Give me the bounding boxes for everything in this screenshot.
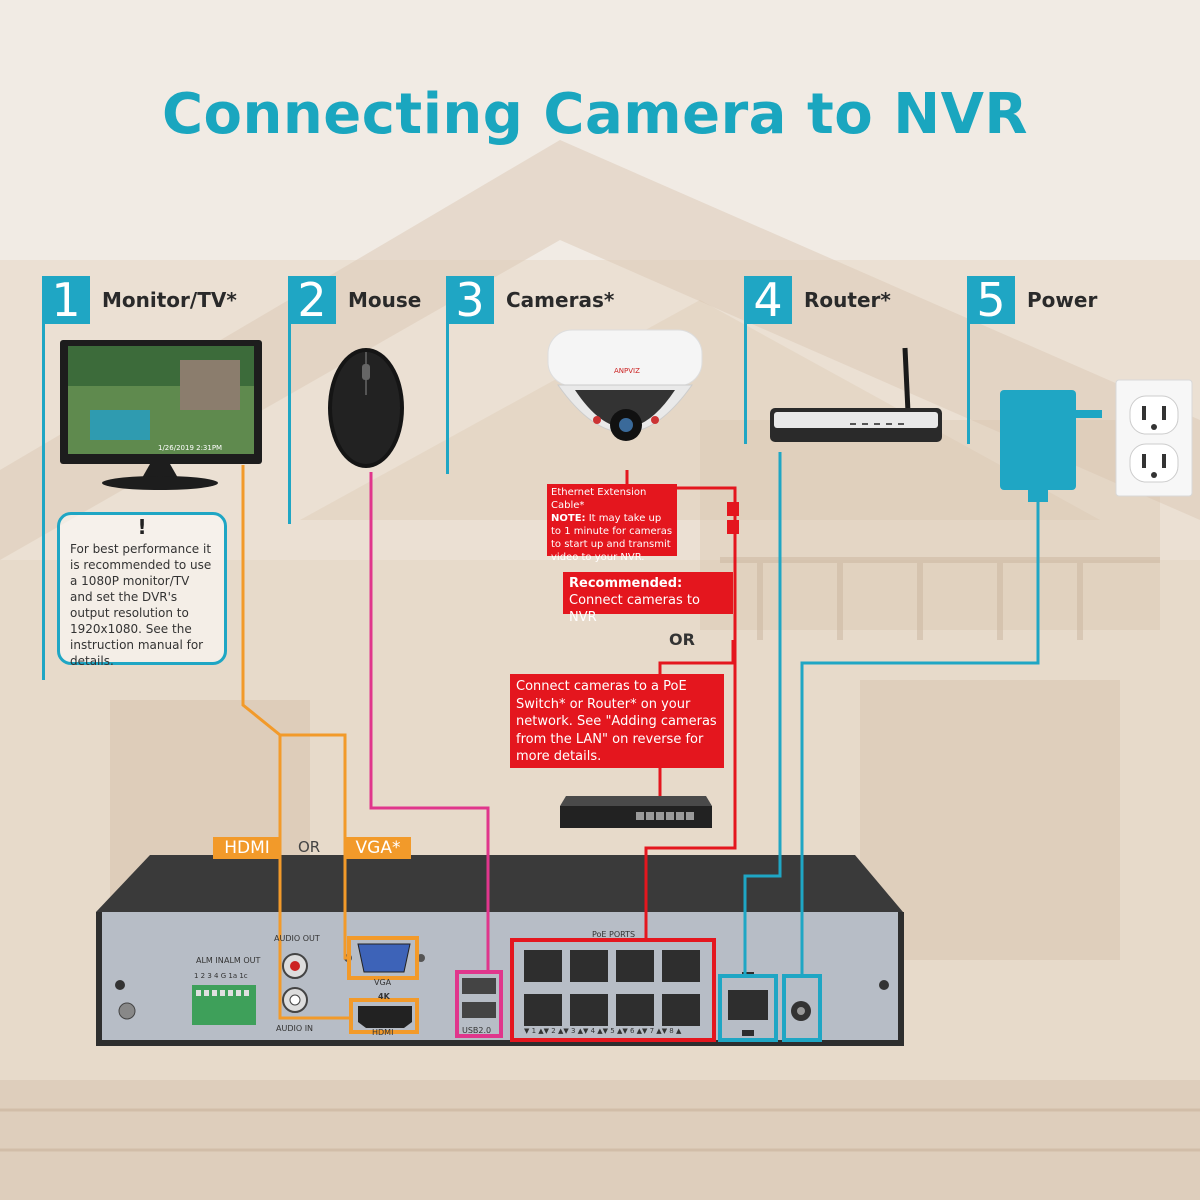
poe-port-numbers: ▼ 1 ▲▼ 2 ▲▼ 3 ▲▼ 4 ▲▼ 5 ▲▼ 6 ▲▼ 7 ▲▼ 8 ▲ (524, 1027, 682, 1035)
audio-out-label: AUDIO OUT (274, 934, 320, 943)
alm-pins-label: 1 2 3 4 G 1a 1c (194, 972, 248, 980)
section-divider (42, 324, 45, 680)
vga-label: VGA* (345, 837, 411, 859)
monitor-icon (60, 340, 262, 490)
step-label: Cameras* (506, 288, 615, 312)
recommended-text: Connect cameras to NVR (569, 593, 700, 625)
step-number: 1 (42, 276, 90, 324)
step-number: 3 (446, 276, 494, 324)
usb-port-label: USB2.0 (462, 1026, 492, 1035)
step-4-router: 4 Router* (744, 276, 891, 324)
usb-port-highlight (455, 970, 503, 1038)
recommended-label: Recommended: (569, 576, 683, 591)
router-lan-cable (743, 452, 782, 976)
hdmi-port-highlight (349, 998, 419, 1034)
monitor-note-text: For best performance it is recommended t… (70, 542, 212, 668)
poe-ports-highlight (510, 938, 716, 1042)
step-number: 5 (967, 276, 1015, 324)
alm-in-label: ALM IN (196, 956, 224, 965)
warning-icon: ! (137, 515, 147, 539)
hdmi-port-label: HDMI (372, 1028, 394, 1037)
poe-switch-icon (560, 796, 712, 828)
alm-out-label: ALM OUT (224, 956, 261, 965)
section-divider (288, 324, 291, 524)
cable-coupler-icon (727, 502, 739, 516)
power-adapter-icon (1000, 390, 1102, 502)
step-1-monitor: 1 Monitor/TV* (42, 276, 237, 324)
video-or-label: OR (298, 838, 321, 856)
power-cable (800, 502, 1040, 976)
step-label: Monitor/TV* (102, 288, 237, 312)
mouse-usb-cable (369, 472, 490, 972)
ethernet-note-text: It may take up to 1 minute for cameras t… (551, 513, 673, 563)
step-label: Router* (804, 288, 891, 312)
poe-ports-label: PoE PORTS (592, 930, 636, 939)
hdmi-label: HDMI (213, 837, 281, 859)
camera-brand: ANPVIZ (614, 367, 640, 375)
step-2-mouse: 2 Mouse (288, 276, 421, 324)
dome-camera-icon: ANPVIZ (547, 329, 703, 441)
poe-switch-note: Connect cameras to a PoE Switch* or Rout… (510, 674, 724, 768)
router-icon (770, 347, 942, 442)
step-label: Mouse (348, 288, 422, 312)
page-title: Connecting Camera to NVR (161, 82, 1029, 147)
audio-in-label: AUDIO IN (276, 1024, 314, 1033)
or-divider: OR (669, 630, 695, 649)
section-divider (744, 324, 747, 444)
mouse-icon (328, 348, 404, 468)
note-label: NOTE: (551, 513, 586, 524)
step-number: 4 (744, 276, 792, 324)
ethernet-note: Ethernet Extension Cable* NOTE: It may t… (547, 484, 677, 563)
recommended-note: Recommended: Connect cameras to NVR (563, 572, 733, 625)
cable-coupler-icon (727, 520, 739, 534)
step-number: 2 (288, 276, 336, 324)
monitor-note: ! For best performance it is recommended… (57, 512, 227, 668)
step-label: Power (1027, 288, 1098, 312)
lan-port-highlight (718, 974, 778, 1042)
step-3-cameras: 3 Cameras* (446, 276, 614, 324)
section-divider (967, 324, 970, 444)
hdmi-4k-label: 4K (378, 992, 390, 1001)
step-5-power: 5 Power (967, 276, 1097, 324)
section-divider (446, 324, 449, 474)
monitor-timestamp: 1/26/2019 2:31PM (158, 444, 223, 452)
vga-port-label: VGA (374, 978, 392, 987)
ethernet-note-title: Ethernet Extension Cable* (551, 487, 647, 511)
wall-outlet-icon (1115, 379, 1193, 497)
